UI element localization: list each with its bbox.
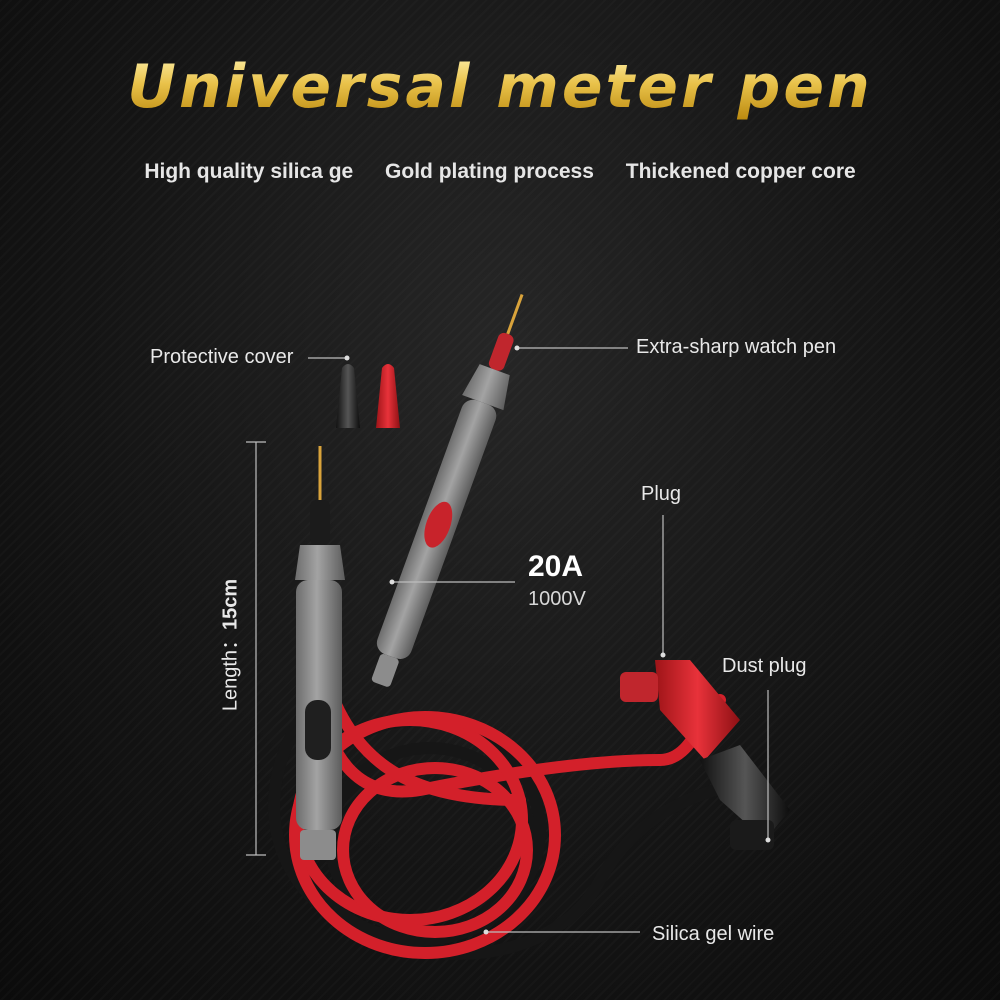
voltage-rating: 1000V <box>528 588 586 610</box>
silica-wire-label: Silica gel wire <box>652 923 775 945</box>
dust-plug-label: Dust plug <box>722 655 807 677</box>
red-probe <box>371 293 524 687</box>
length-value: 15cm <box>219 578 242 630</box>
black-probe <box>295 446 345 860</box>
callout-lines <box>246 345 771 935</box>
feature-silica: High quality silica ge <box>144 160 354 183</box>
protective-covers <box>336 364 400 428</box>
length-prefix: Length： <box>219 629 242 712</box>
red-plug <box>620 660 740 760</box>
plug-label: Plug <box>641 483 682 505</box>
black-plug <box>700 745 790 850</box>
feature-list: High quality silica ge Gold plating proc… <box>0 160 1000 184</box>
feature-gold-plating: Gold plating process <box>385 160 594 183</box>
feature-copper-core: Thickened copper core <box>625 160 856 183</box>
page-title: Universal meter pen <box>0 52 1000 122</box>
protective-cover-label: Protective cover <box>150 346 294 368</box>
current-rating: 20A <box>528 550 584 583</box>
red-wire <box>289 684 726 959</box>
extra-sharp-label: Extra-sharp watch pen <box>636 336 837 358</box>
length-label: Length：15cm <box>214 579 243 711</box>
